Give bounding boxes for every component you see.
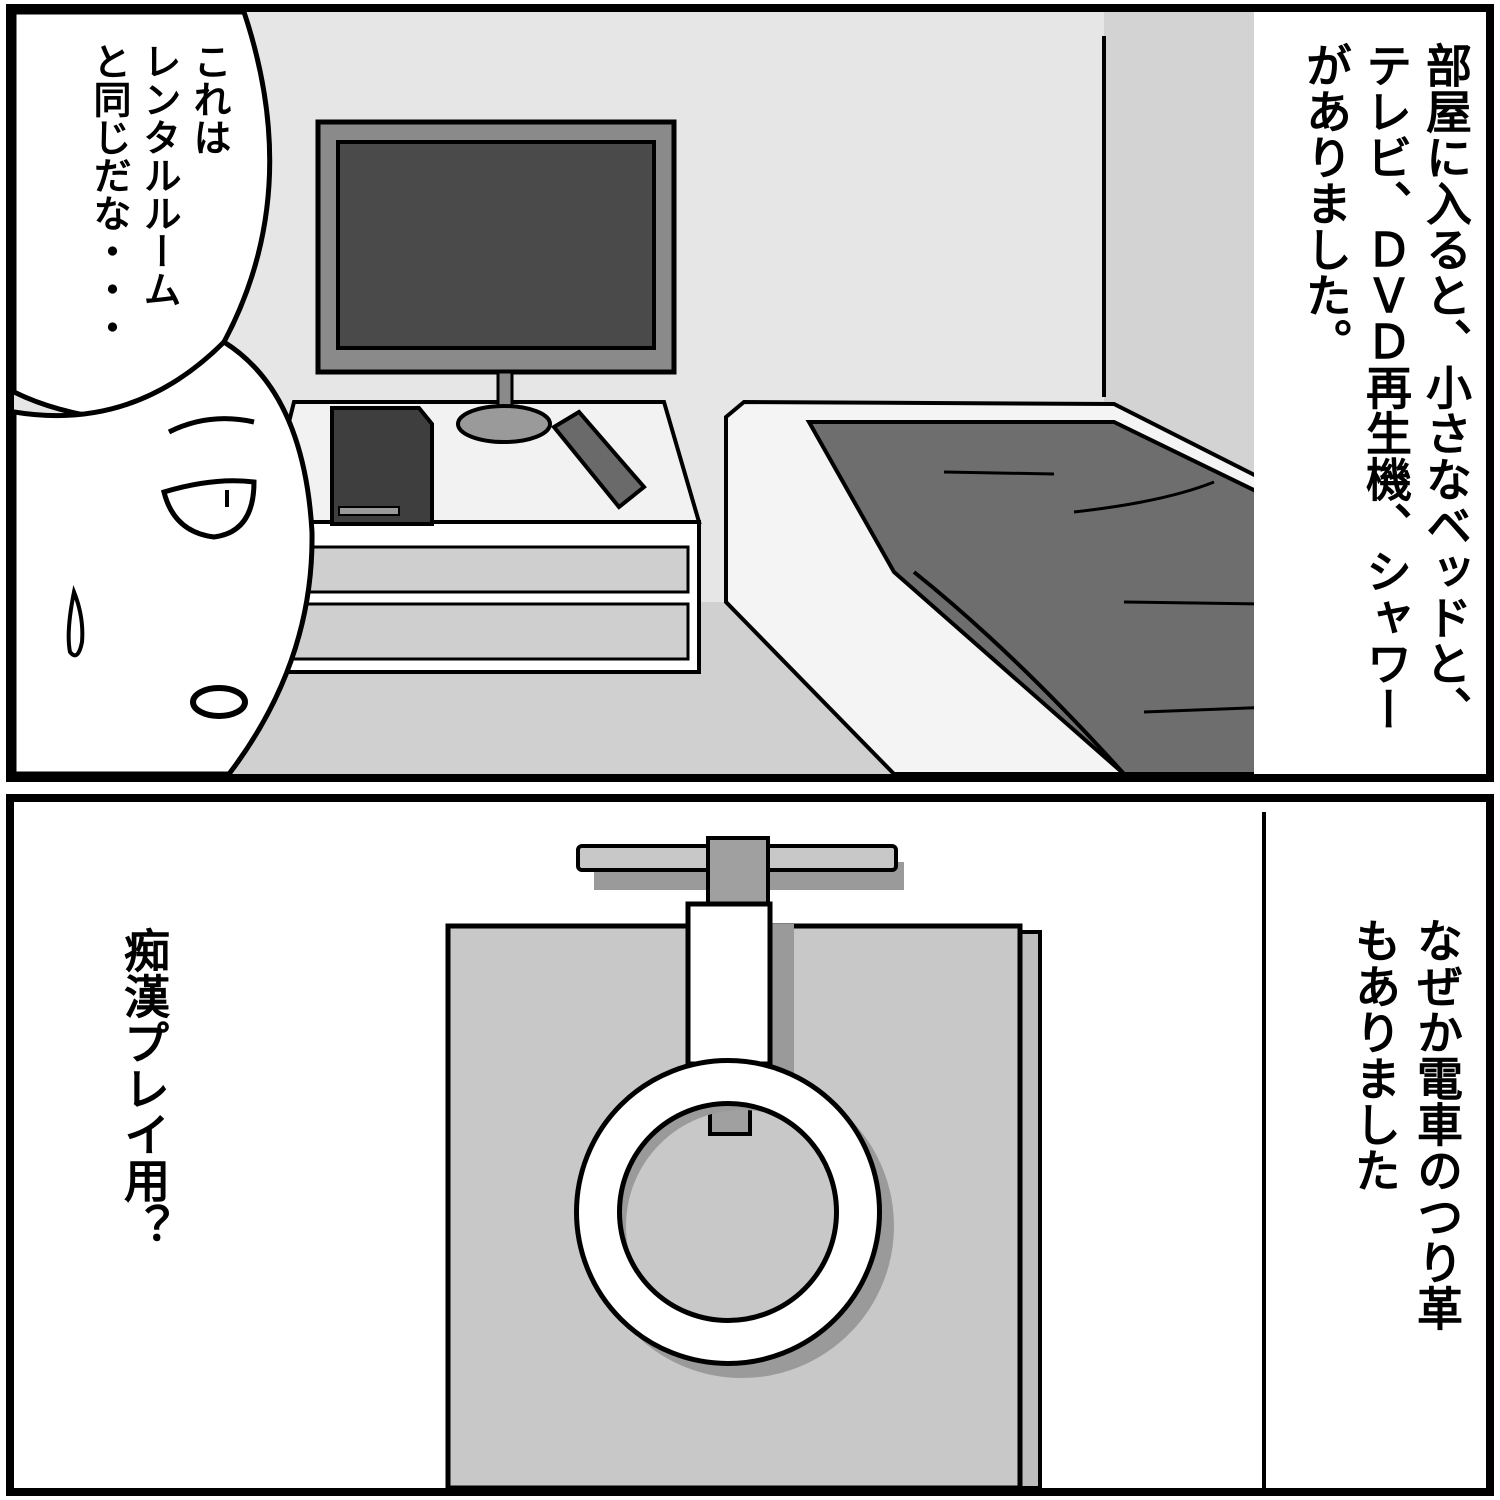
hanging-rail — [576, 836, 898, 916]
narration-line: もありました — [1348, 917, 1402, 1193]
narration-line: なぜか電車のつり革 — [1410, 917, 1464, 1331]
strap-ring — [574, 1058, 882, 1366]
narration-text-top: 部屋に入ると、小さなベッドと、 テレビ、ＤＶＤ再生機、シャワー がありました。 — [1296, 42, 1476, 732]
narration-box — [1254, 12, 1486, 774]
bed-blanket — [805, 420, 1307, 774]
sweat-drop — [66, 585, 85, 658]
tv-stand — [261, 400, 702, 674]
eye — [160, 478, 257, 540]
speech-text: これは レンタルルーム と同じだな・・・ — [84, 42, 234, 346]
television — [315, 119, 677, 444]
narration-line: テレビ、ＤＶＤ再生機、シャワー — [1359, 42, 1413, 732]
manga-panel-room: 部屋に入ると、小さなベッドと、 テレビ、ＤＶＤ再生機、シャワー がありました。 … — [6, 4, 1494, 782]
eyebrow — [167, 416, 255, 435]
mouth — [190, 685, 248, 719]
manga-panel-strap: なぜか電車のつり革 もありました 痴漢プレイ用？ — [6, 794, 1494, 1496]
strap-illustration — [445, 812, 1266, 1488]
caption-text: 痴漢プレイ用？ — [117, 927, 171, 1249]
speech-line: レンタルルーム — [137, 42, 181, 308]
room-illustration — [14, 12, 1486, 774]
speech-line: これは — [187, 42, 231, 156]
remote-control — [550, 409, 647, 510]
character-head — [14, 338, 315, 774]
dvd-player — [330, 406, 434, 526]
speech-line: と同じだな・・・ — [87, 42, 131, 346]
narration-line: がありました。 — [1299, 42, 1353, 364]
narration-text-bottom: なぜか電車のつり革 もありました — [1344, 917, 1468, 1331]
narration-line: 部屋に入ると、小さなベッドと、 — [1419, 42, 1473, 732]
